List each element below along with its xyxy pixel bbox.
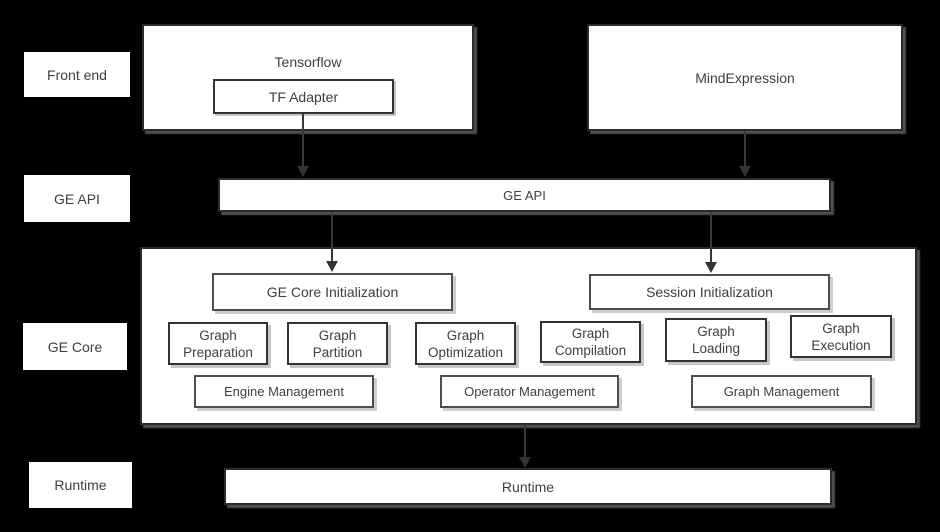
graph-optimization-line1: Graph bbox=[446, 327, 485, 343]
arrow-stem bbox=[524, 425, 526, 457]
arrow-head-icon bbox=[326, 261, 338, 272]
graph-compilation-box: Graph Compilation bbox=[540, 321, 641, 363]
arrow-tf-adapter-to-ge-api bbox=[297, 114, 309, 177]
graph-management-box: Graph Management bbox=[691, 375, 872, 408]
ge-api-bar: GE API bbox=[218, 178, 831, 212]
graph-partition-box: Graph Partition bbox=[287, 322, 388, 365]
graph-execution-line1: Graph bbox=[822, 320, 860, 336]
row-label-ge-api: GE API bbox=[24, 175, 130, 222]
row-label-front-end: Front end bbox=[24, 52, 130, 97]
operator-management-box: Operator Management bbox=[440, 375, 619, 408]
ge-core-container: GE Core Initialization Session Initializ… bbox=[140, 247, 917, 425]
graph-loading-box: Graph Loading bbox=[665, 318, 767, 362]
graph-loading-line2: Loading bbox=[691, 341, 741, 356]
graph-compilation-line1: Graph bbox=[571, 326, 610, 341]
graph-partition-line1: Graph bbox=[318, 327, 357, 343]
arrow-stem bbox=[744, 131, 746, 166]
arrow-ge-api-to-session-init bbox=[705, 212, 717, 273]
graph-optimization-line2: Optimization bbox=[427, 344, 504, 360]
arrow-stem bbox=[710, 212, 712, 262]
runtime-bar: Runtime bbox=[224, 468, 832, 505]
arrow-head-icon bbox=[519, 457, 531, 468]
arrow-head-icon bbox=[739, 166, 751, 177]
arrow-ge-core-to-runtime bbox=[519, 425, 531, 468]
ge-core-initialization-box: GE Core Initialization bbox=[212, 273, 453, 311]
graph-partition-line2: Partition bbox=[312, 344, 363, 360]
session-initialization-box: Session Initialization bbox=[589, 274, 830, 310]
graph-preparation-line1: Graph bbox=[199, 327, 237, 343]
graph-loading-line1: Graph bbox=[697, 324, 735, 339]
arrow-stem bbox=[302, 114, 304, 166]
graph-preparation-line2: Preparation bbox=[183, 344, 253, 360]
arrow-head-icon bbox=[705, 262, 717, 273]
arrow-head-icon bbox=[297, 166, 309, 177]
graph-execution-box: Graph Execution bbox=[790, 315, 892, 358]
tensorflow-box: Tensorflow TF Adapter bbox=[142, 24, 474, 131]
arrow-ge-api-to-ge-core-init bbox=[326, 212, 338, 272]
graph-optimization-box: Graph Optimization bbox=[415, 322, 516, 365]
row-label-ge-core: GE Core bbox=[23, 323, 127, 370]
arrow-mindexpression-to-ge-api bbox=[739, 131, 751, 177]
graph-preparation-box: Graph Preparation bbox=[168, 322, 268, 365]
tf-adapter-box: TF Adapter bbox=[213, 79, 394, 114]
engine-management-box: Engine Management bbox=[194, 375, 374, 408]
mindexpression-box: MindExpression bbox=[587, 24, 903, 131]
graph-compilation-line2: Compilation bbox=[554, 343, 627, 358]
arrow-stem bbox=[331, 212, 333, 261]
graph-execution-line2: Execution bbox=[811, 337, 871, 353]
tensorflow-label: Tensorflow bbox=[274, 54, 342, 70]
row-label-runtime: Runtime bbox=[29, 462, 132, 508]
